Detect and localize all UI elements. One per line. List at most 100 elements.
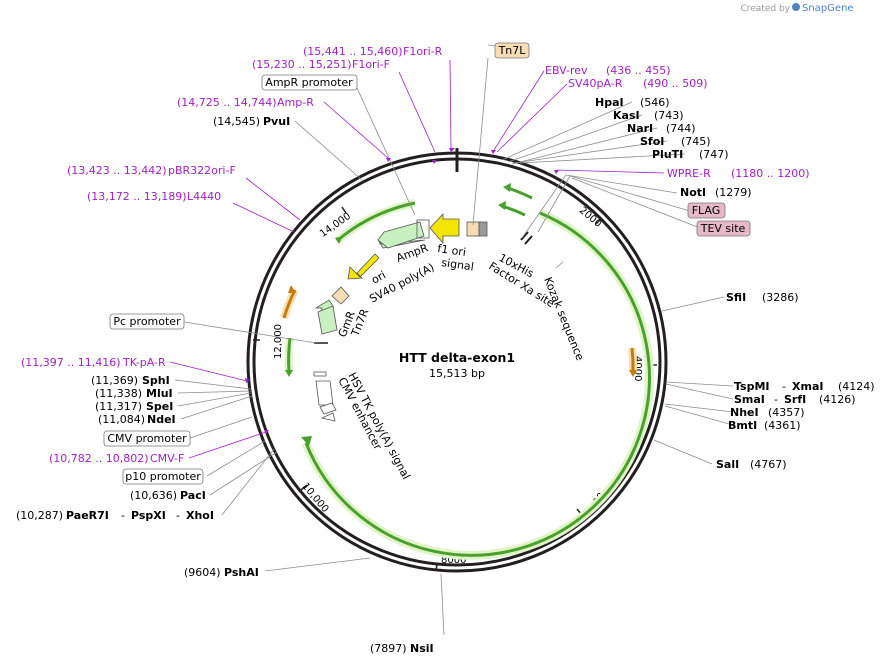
ebv-rev-arrow-icon (491, 150, 496, 154)
cmv-promoter-feature (319, 402, 337, 415)
enzyme-noti: NotI (680, 186, 706, 199)
label-f1-ori: f1 ori (437, 242, 467, 259)
enzyme-nsii-pos: (7897) (370, 642, 407, 655)
label-kozak: Kozak sequence (541, 275, 586, 362)
enzyme-nhei-pos: (4357) (768, 406, 805, 419)
insert-arrow-icon (301, 436, 312, 446)
primer-leaders (169, 59, 665, 459)
enzyme-xmai: XmaI (792, 380, 823, 393)
enzyme-sali: SalI (716, 458, 739, 471)
plasmid-length: 15,513 bp (429, 367, 485, 380)
orange-arrow-2-icon (629, 370, 637, 377)
enzyme-spei: SpeI (146, 400, 173, 413)
enzyme-sphi: SphI (142, 374, 170, 387)
tev-label-box (696, 220, 751, 237)
enzyme-hpai: HpaI (595, 96, 624, 109)
enzyme-smai-pos: (4126) (819, 393, 856, 406)
enzyme-pluti-pos: (747) (699, 148, 729, 161)
wpre-r-arrow-icon (554, 170, 559, 174)
sv40pa-r-name: SV40pA-R (568, 77, 623, 90)
label-ori: ori (369, 268, 388, 286)
enzyme-kasi: KasI (613, 109, 640, 122)
enzyme-paci: PacI (180, 489, 206, 502)
enzyme-sali-pos: (4767) (750, 458, 787, 471)
p10-promoter-label: p10 promoter (125, 470, 201, 483)
tick-4000: 4000 (632, 356, 643, 381)
enzyme-spei-pos: (11,317) (95, 400, 142, 413)
enzyme-sfii-pos: (3286) (762, 291, 799, 304)
enzyme-pluti: PluTI (652, 148, 683, 161)
enzyme-xhoi: XhoI (186, 509, 214, 522)
green-arrow-2-icon (498, 201, 506, 210)
green-arc-2 (501, 204, 526, 217)
enzyme-nari-pos: (744) (666, 122, 696, 135)
orange-arrow-1-icon (288, 285, 296, 293)
ampr-promoter-label: AmpR promoter (265, 76, 353, 89)
l4440-range: (13,172 .. 13,189) (87, 190, 187, 203)
green-arc-3 (507, 186, 533, 200)
enzyme-sfii: SfiI (726, 291, 746, 304)
plasmid-name: HTT delta-exon1 (399, 350, 515, 365)
xa-mark (524, 235, 533, 245)
green-arc-1 (337, 201, 416, 242)
enzyme-kasi-pos: (743) (654, 109, 684, 122)
cmv-f-arrow-icon (264, 430, 269, 434)
insert-arc (304, 211, 651, 557)
f1ori-f-range: (15,230 .. 15,251) (252, 58, 352, 71)
ampr-promoter-label-box (261, 74, 358, 91)
tn7l-label: Tn7L (498, 44, 527, 57)
enzyme-paci-pos: (10,636) (130, 489, 177, 502)
enzyme-smai-sep: - (774, 393, 778, 406)
enzyme-srfi: SrfI (784, 393, 806, 406)
tk-pa-r-name: TK-pA-R (122, 356, 166, 369)
enzyme-paer7i: PaeR7I (66, 509, 109, 522)
enzyme-bmti: BmtI (728, 419, 757, 432)
snapgene-logo-icon (792, 3, 800, 11)
green-arrow-4-icon (285, 370, 293, 377)
enzyme-hpai-pos: (546) (640, 96, 670, 109)
green-arrow-3-icon (503, 183, 511, 192)
flag-label-box (687, 202, 726, 219)
ebv-rev-range: (436 .. 455) (606, 64, 671, 77)
tag-box (478, 221, 488, 237)
enzyme-paer7i-sep2: - (176, 509, 180, 522)
cmv-f-range: (10,782 .. 10,802) (49, 452, 149, 465)
cmv-promoter-label-box (103, 430, 191, 447)
tev-label: TEV site (700, 222, 746, 235)
amp-r-arrow-icon (386, 158, 391, 162)
enzyme-nsii: NsiI (410, 642, 434, 655)
enzyme-pshai: PshAI (224, 566, 259, 579)
snapgene-brand: SnapGene (802, 3, 854, 14)
leader-lines (174, 44, 734, 636)
enzyme-nhei: NheI (730, 406, 759, 419)
enzyme-sphi-pos: (11,369) (91, 374, 138, 387)
enzyme-nari: NarI (627, 122, 653, 135)
wpre-r-range: (1180 .. 1200) (731, 167, 810, 180)
enzyme-pshai-pos: (9604) (184, 566, 221, 579)
wpre-r-name: WPRE-R (667, 167, 711, 180)
orange-arc-2 (630, 347, 635, 373)
tk-pa-r-arrow-icon (245, 378, 250, 383)
enzyme-paer7i-pos: (10,287) (16, 509, 63, 522)
p10-promoter-label-box (122, 468, 204, 485)
ampr-feature (377, 221, 425, 249)
enzyme-tspmi: TspMI (734, 380, 770, 393)
tn7r-box (331, 286, 350, 305)
cmv-promoter-label: CMV promoter (107, 432, 187, 445)
primer-arrow-marks (245, 148, 559, 434)
enzyme-bmti-pos: (4361) (764, 419, 801, 432)
flag-label: FLAG (692, 204, 721, 217)
pc-promoter-label: Pc promoter (113, 315, 181, 328)
enzyme-ndei-pos: (11,084) (98, 413, 145, 426)
enzyme-mlui-pos: (11,338) (95, 387, 142, 400)
green-arrow-1-icon (335, 236, 343, 244)
tick-8000: 8000 (441, 555, 466, 566)
cmv-enhancer-feature (315, 380, 334, 406)
tick-12000: 12,000 (273, 324, 284, 359)
ebv-rev-name: EBV-rev (545, 64, 588, 77)
amp-r-name: Amp-R (277, 96, 314, 109)
tk-pa-r-range: (11,397 .. 11,416) (21, 356, 121, 369)
ampr-promoter-mark (416, 219, 430, 239)
created-by-label: Created by (740, 4, 790, 14)
